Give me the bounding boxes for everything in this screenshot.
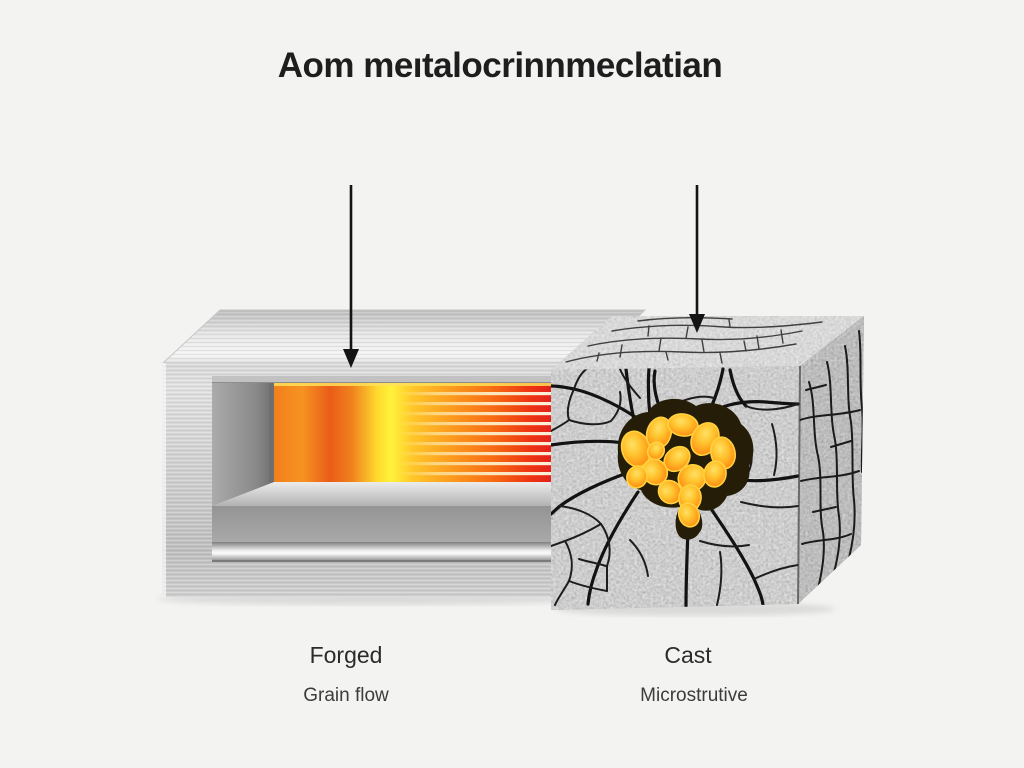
forged-sublabel: Grain flow [303, 685, 389, 706]
grain-flow-panel [274, 383, 551, 483]
down-arrow-head-icon [689, 314, 705, 333]
diagram-title: Aom meıtalocrinnmeclatian [278, 46, 723, 85]
cast-label: Cast [664, 642, 712, 668]
porosity-cluster [617, 398, 754, 540]
cast-sublabel: Microstrutive [640, 685, 748, 706]
forged-pocket [212, 376, 560, 562]
pocket-left-wall [212, 383, 274, 506]
cast-block [551, 316, 864, 610]
pocket-floor [212, 482, 560, 506]
pocket-lower-band [212, 506, 560, 542]
forged-label: Forged [310, 642, 383, 668]
forged-pointer-arrow [343, 185, 359, 368]
caption-labels: Forged Grain flow Cast Microstrutive [303, 642, 748, 706]
cast-top-face [551, 316, 864, 370]
cast-front-face [551, 366, 800, 610]
grain-kernels [620, 413, 737, 528]
grain-flow-lines [398, 392, 551, 476]
down-arrow-head-icon [343, 349, 359, 368]
cast-pointer-arrow [689, 185, 705, 333]
forged-block [161, 309, 647, 597]
forged-top-face [161, 309, 647, 364]
